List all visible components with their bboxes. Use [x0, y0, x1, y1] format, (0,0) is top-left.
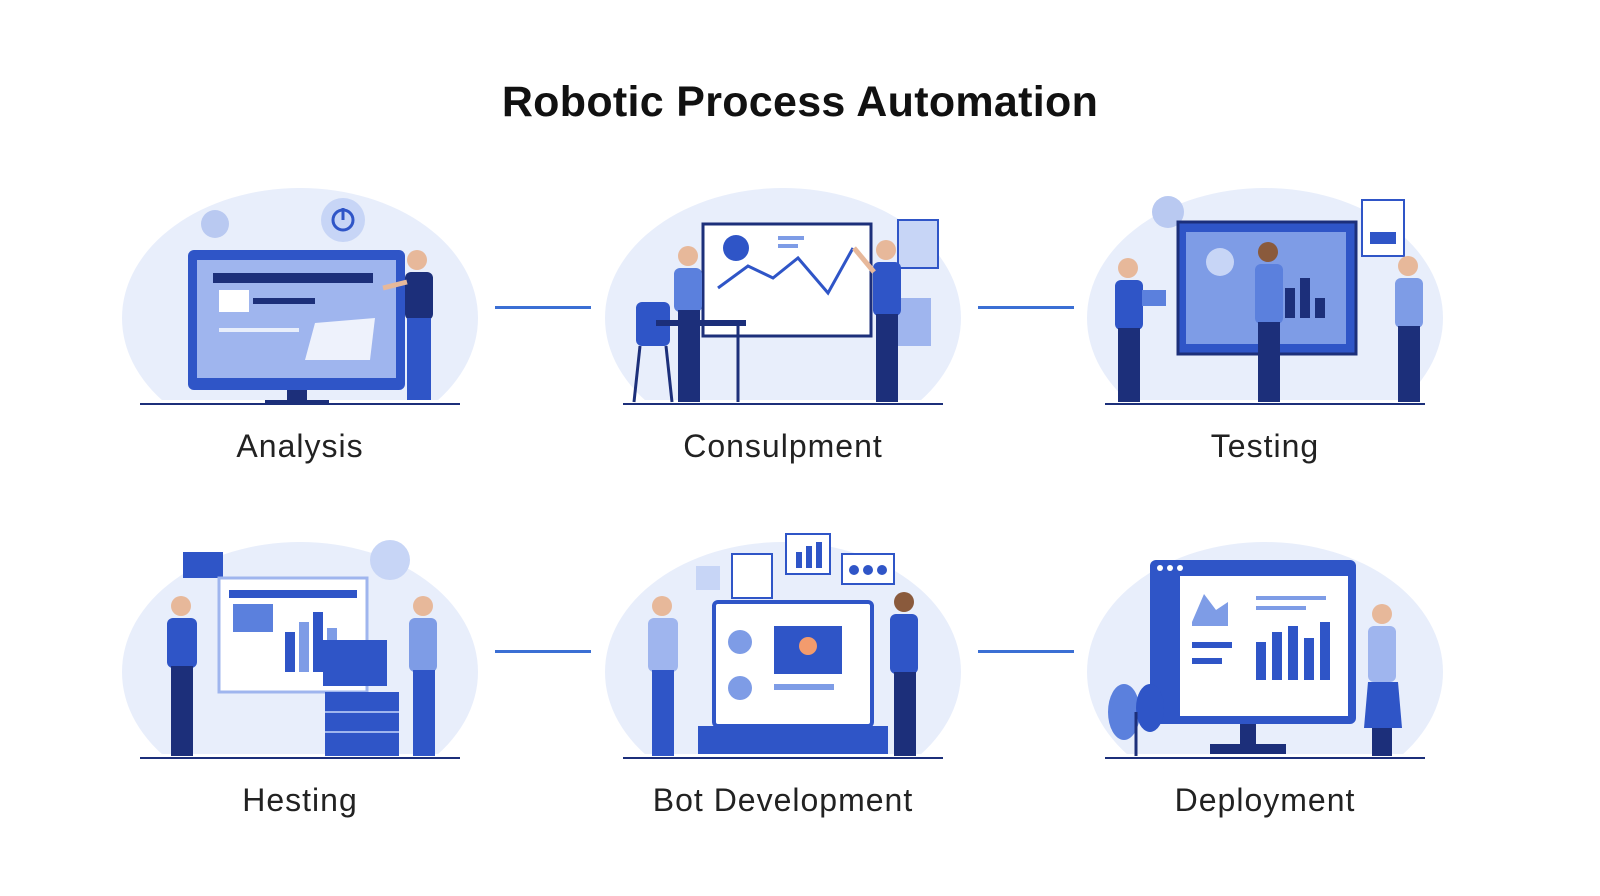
step-label: Bot Development: [652, 782, 914, 818]
step-label: Analysis: [236, 428, 364, 464]
step-label: Testing: [1210, 428, 1320, 464]
hesting-illustration: [115, 540, 485, 777]
person-presenter: [382, 250, 433, 400]
laptop-base: [698, 726, 888, 754]
step-analysis: Analysis: [115, 178, 485, 508]
testing-illustration: [1080, 188, 1450, 423]
person-right: [409, 596, 437, 756]
step-deployment: Deployment: [1080, 532, 1450, 862]
analysis-illustration: [115, 188, 485, 423]
deployment-illustration: [1080, 542, 1450, 777]
plant-icon: [1108, 684, 1164, 756]
step-label: Deployment: [1174, 782, 1356, 818]
connector-line: [495, 306, 591, 309]
step-consulpment: Consulpment: [598, 178, 968, 508]
monitor: [323, 640, 387, 686]
step-label: Consulpment: [683, 428, 883, 464]
connector-line: [978, 306, 1074, 309]
person-right: [890, 592, 918, 756]
person-center: [1255, 242, 1283, 402]
desk: [656, 320, 746, 326]
chair: [636, 302, 670, 346]
chart-icon: [370, 540, 410, 580]
person-right: [852, 240, 901, 402]
person-left: [674, 246, 702, 402]
person-right: [1395, 256, 1423, 402]
cabinet: [325, 692, 399, 756]
person-left: [167, 596, 197, 756]
connector-line: [978, 650, 1074, 653]
person-right: [1364, 604, 1402, 756]
person-left: [648, 596, 678, 756]
consulpment-illustration: [598, 188, 968, 423]
step-testing: Testing: [1080, 178, 1450, 508]
step-hesting: Hesting: [115, 532, 485, 862]
connector-line: [495, 650, 591, 653]
step-label: Hesting: [242, 782, 358, 818]
page-title: Robotic Process Automation: [501, 78, 1099, 126]
bot-development-illustration: [598, 533, 968, 777]
step-bot-development: Bot Development: [598, 532, 968, 862]
gear-icon: [201, 210, 229, 238]
person-left: [1115, 258, 1166, 402]
gear-icon: [1152, 196, 1184, 228]
